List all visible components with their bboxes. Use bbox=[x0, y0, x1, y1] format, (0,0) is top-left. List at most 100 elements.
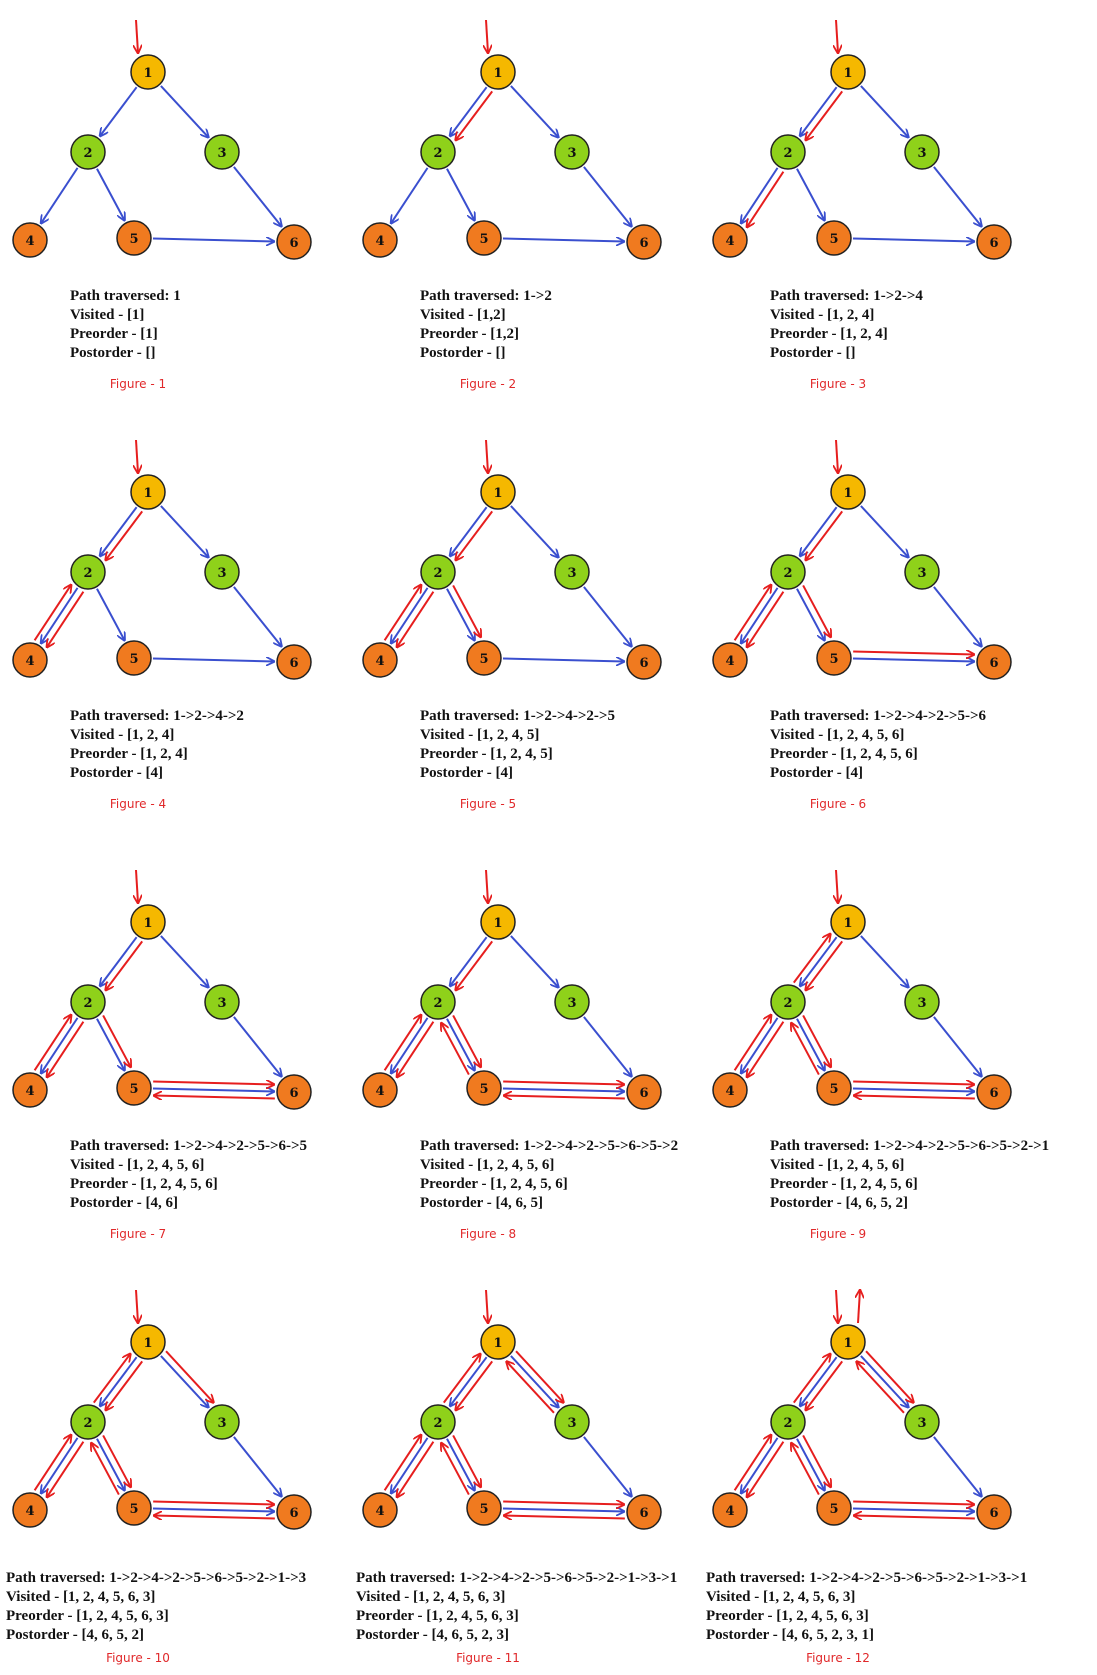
node-label: 4 bbox=[725, 1084, 734, 1099]
graph-node bbox=[466, 640, 502, 676]
traversal-step bbox=[47, 1441, 85, 1497]
postorder-text: Postorder - [4, 6, 5, 2] bbox=[6, 1627, 144, 1643]
graph-node bbox=[116, 220, 152, 256]
traversal-step bbox=[47, 1021, 85, 1077]
graph-node bbox=[904, 984, 940, 1020]
node-label: 1 bbox=[493, 916, 502, 931]
graph-edge bbox=[41, 1017, 79, 1073]
node-label: 5 bbox=[129, 1502, 138, 1517]
traversal-step bbox=[793, 934, 831, 984]
figure-caption: Figure - 11 bbox=[456, 1651, 520, 1665]
figure-caption: Figure - 8 bbox=[460, 1227, 516, 1241]
entry-arrow bbox=[836, 439, 838, 473]
node-label: 3 bbox=[917, 996, 926, 1011]
traversal-step bbox=[515, 1350, 564, 1402]
graph-edge bbox=[446, 1018, 475, 1071]
visited-text: Visited - [1, 2, 4, 5, 6, 3] bbox=[6, 1589, 155, 1605]
traversal-step bbox=[733, 1435, 772, 1491]
entry-arrow bbox=[136, 19, 138, 53]
visited-text: Visited - [1, 2, 4, 5, 6] bbox=[420, 1157, 554, 1173]
graph-node bbox=[480, 54, 516, 90]
graph-edge bbox=[233, 166, 282, 227]
graph-edge bbox=[100, 936, 138, 986]
path-traversed-text: Path traversed: 1->2->4->2->5 bbox=[420, 708, 615, 724]
node-label: 5 bbox=[479, 1502, 488, 1517]
node-label: 5 bbox=[479, 652, 488, 667]
traversal-step bbox=[854, 1515, 975, 1518]
postorder-text: Postorder - [4] bbox=[420, 765, 513, 781]
figure-caption: Figure - 9 bbox=[810, 1227, 866, 1241]
figure-caption: Figure - 3 bbox=[810, 377, 866, 391]
graph-edge bbox=[933, 586, 982, 647]
graph-edge bbox=[800, 86, 838, 136]
figure-caption: Figure - 7 bbox=[110, 1227, 166, 1241]
traversal-step bbox=[106, 1360, 143, 1410]
node-label: 1 bbox=[493, 66, 502, 81]
visited-text: Visited - [1, 2, 4, 5, 6] bbox=[770, 727, 904, 743]
node-label: 4 bbox=[25, 654, 34, 669]
graph-edge bbox=[450, 506, 488, 556]
graph-node bbox=[204, 1404, 240, 1440]
path-traversed-text: Path traversed: 1->2->4 bbox=[770, 288, 923, 304]
traversal-step bbox=[853, 1501, 974, 1504]
path-traversed-text: Path traversed: 1->2->4->2->5->6->5->2->… bbox=[356, 1570, 677, 1586]
traversal-step bbox=[33, 1015, 72, 1071]
node-label: 1 bbox=[143, 486, 152, 501]
node-label: 2 bbox=[783, 1416, 792, 1431]
graph-node bbox=[976, 224, 1012, 260]
graph-node bbox=[70, 984, 106, 1020]
preorder-text: Preorder - [1, 2, 4, 5, 6] bbox=[70, 1176, 218, 1192]
node-label: 6 bbox=[989, 1506, 998, 1521]
graph-node bbox=[130, 1324, 166, 1360]
node-label: 3 bbox=[217, 996, 226, 1011]
graph-node bbox=[626, 1074, 662, 1110]
node-label: 1 bbox=[143, 1336, 152, 1351]
node-label: 1 bbox=[493, 486, 502, 501]
figure-caption: Figure - 1 bbox=[110, 377, 166, 391]
figure-caption: Figure - 12 bbox=[806, 1651, 870, 1665]
path-traversed-text: Path traversed: 1->2->4->2->5->6->5->2->… bbox=[706, 1570, 1027, 1586]
node-label: 3 bbox=[567, 1416, 576, 1431]
node-label: 3 bbox=[567, 146, 576, 161]
postorder-text: Postorder - [4, 6, 5] bbox=[420, 1195, 543, 1211]
graph-node bbox=[130, 904, 166, 940]
node-label: 3 bbox=[217, 1416, 226, 1431]
graph-edge bbox=[100, 1356, 138, 1406]
traversal-step bbox=[802, 584, 831, 637]
node-label: 3 bbox=[217, 566, 226, 581]
graph-node bbox=[12, 1492, 48, 1528]
postorder-text: Postorder - [4] bbox=[70, 765, 163, 781]
entry-arrow bbox=[136, 1289, 138, 1323]
traversal-step bbox=[747, 591, 785, 647]
graph-node bbox=[976, 644, 1012, 680]
node-label: 5 bbox=[479, 1082, 488, 1097]
traversal-step bbox=[806, 940, 843, 990]
node-label: 6 bbox=[289, 1506, 298, 1521]
traversal-step bbox=[854, 1095, 975, 1098]
graph-node bbox=[420, 1404, 456, 1440]
postorder-text: Postorder - [4, 6] bbox=[70, 1195, 178, 1211]
postorder-text: Postorder - [4, 6, 5, 2, 3, 1] bbox=[706, 1627, 874, 1643]
node-label: 3 bbox=[567, 566, 576, 581]
node-label: 5 bbox=[129, 652, 138, 667]
graph-edge bbox=[96, 1438, 125, 1491]
traversal-step bbox=[456, 1360, 493, 1410]
node-label: 3 bbox=[217, 146, 226, 161]
graph-node bbox=[420, 554, 456, 590]
visited-text: Visited - [1, 2, 4] bbox=[770, 307, 874, 323]
traversal-step bbox=[865, 1350, 914, 1402]
traversal-step bbox=[33, 1435, 72, 1491]
node-label: 2 bbox=[433, 1416, 442, 1431]
graph-node bbox=[770, 134, 806, 170]
node-label: 1 bbox=[493, 1336, 502, 1351]
graph-edge bbox=[502, 1508, 624, 1511]
graph-edge bbox=[796, 588, 825, 641]
graph-node bbox=[770, 554, 806, 590]
traversal-step bbox=[747, 1021, 785, 1077]
graph-node bbox=[362, 1492, 398, 1528]
graph-edge bbox=[796, 1018, 825, 1071]
node-label: 6 bbox=[639, 656, 648, 671]
preorder-text: Preorder - [1,2] bbox=[420, 326, 519, 342]
traversal-step bbox=[397, 1021, 435, 1077]
graph-edge bbox=[160, 85, 209, 137]
